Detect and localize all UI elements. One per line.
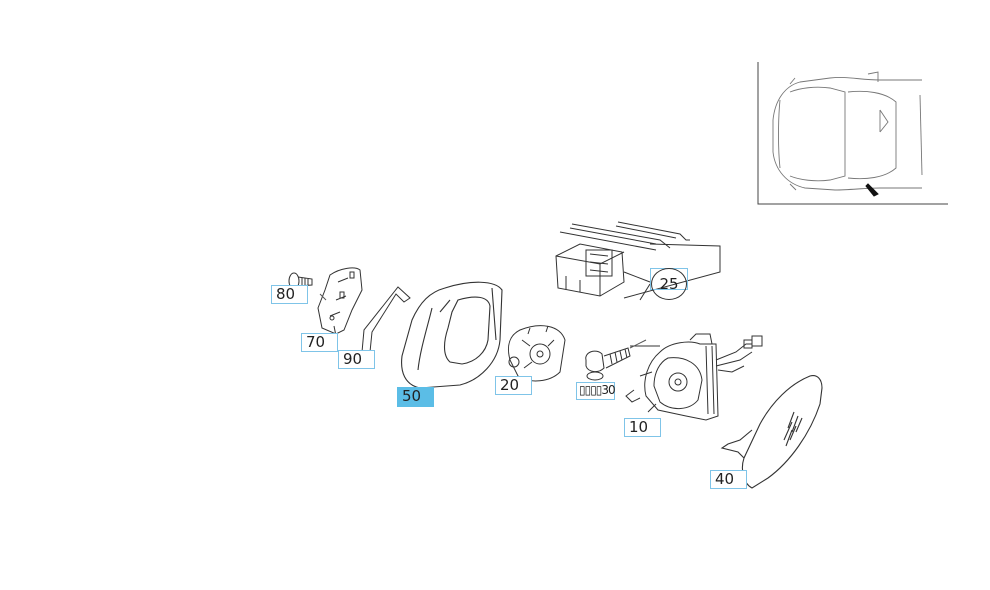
- callout-30-prefix: ▯▯▯▯: [579, 383, 602, 397]
- part-30-bolt: [585, 345, 660, 381]
- car-locator-inset: [757, 62, 948, 205]
- callout-30[interactable]: ▯▯▯▯30: [576, 382, 616, 400]
- part-70-bracket: [317, 267, 363, 337]
- part-90-gasket: [361, 286, 411, 353]
- callout-90[interactable]: 90: [338, 350, 375, 369]
- callout-40[interactable]: 40: [710, 470, 747, 489]
- mirror-location-marker: [865, 183, 879, 197]
- part-40-glass: [720, 375, 823, 489]
- callout-20[interactable]: 20: [495, 376, 532, 395]
- callout-80[interactable]: 80: [271, 285, 308, 304]
- callout-30-label: 30: [601, 383, 615, 397]
- callout-10[interactable]: 10: [624, 418, 661, 437]
- leader-lines: [319, 293, 647, 349]
- callout-70[interactable]: 70: [301, 333, 338, 352]
- callout-50-selected[interactable]: 50: [397, 387, 434, 407]
- part-50-housing: [401, 281, 503, 389]
- part-20-actuator: [507, 325, 566, 382]
- car-top-view-icon: [772, 71, 923, 191]
- callout-25[interactable]: 25: [651, 268, 687, 300]
- part-25-module: [555, 221, 721, 301]
- part-10-base: [625, 333, 763, 421]
